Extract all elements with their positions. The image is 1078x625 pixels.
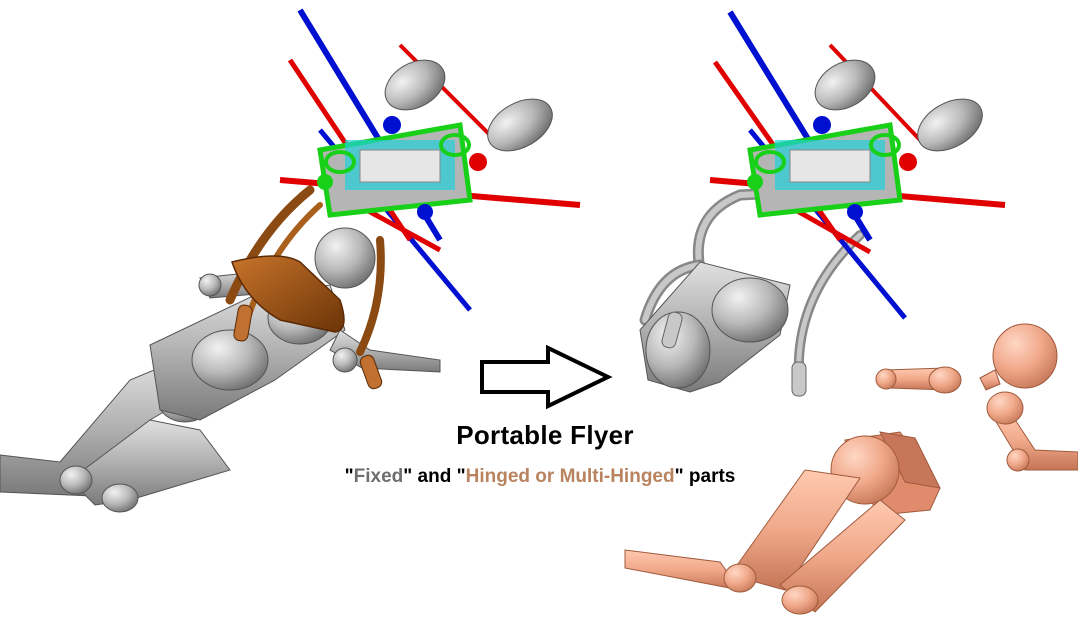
subtitle-end: " parts [674, 466, 736, 487]
harness [225, 185, 385, 390]
subtitle-quote-open: " [344, 466, 354, 487]
diagram-title: Portable Flyer [456, 420, 634, 450]
hinged-parts [624, 323, 1078, 615]
left-drone [279, 8, 581, 312]
transition-arrow-icon [480, 344, 613, 410]
diagram-subtitle: "Fixed" and "Hinged or Multi-Hinged" par… [240, 466, 840, 488]
left-figure-head [314, 227, 376, 289]
fixed-parts [639, 10, 1006, 397]
full-assembly [0, 8, 581, 513]
subtitle-and: " and " [403, 466, 466, 487]
subtitle-hinged-label: Hinged or Multi-Hinged [465, 466, 675, 487]
subtitle-fixed-label: Fixed [353, 466, 404, 487]
